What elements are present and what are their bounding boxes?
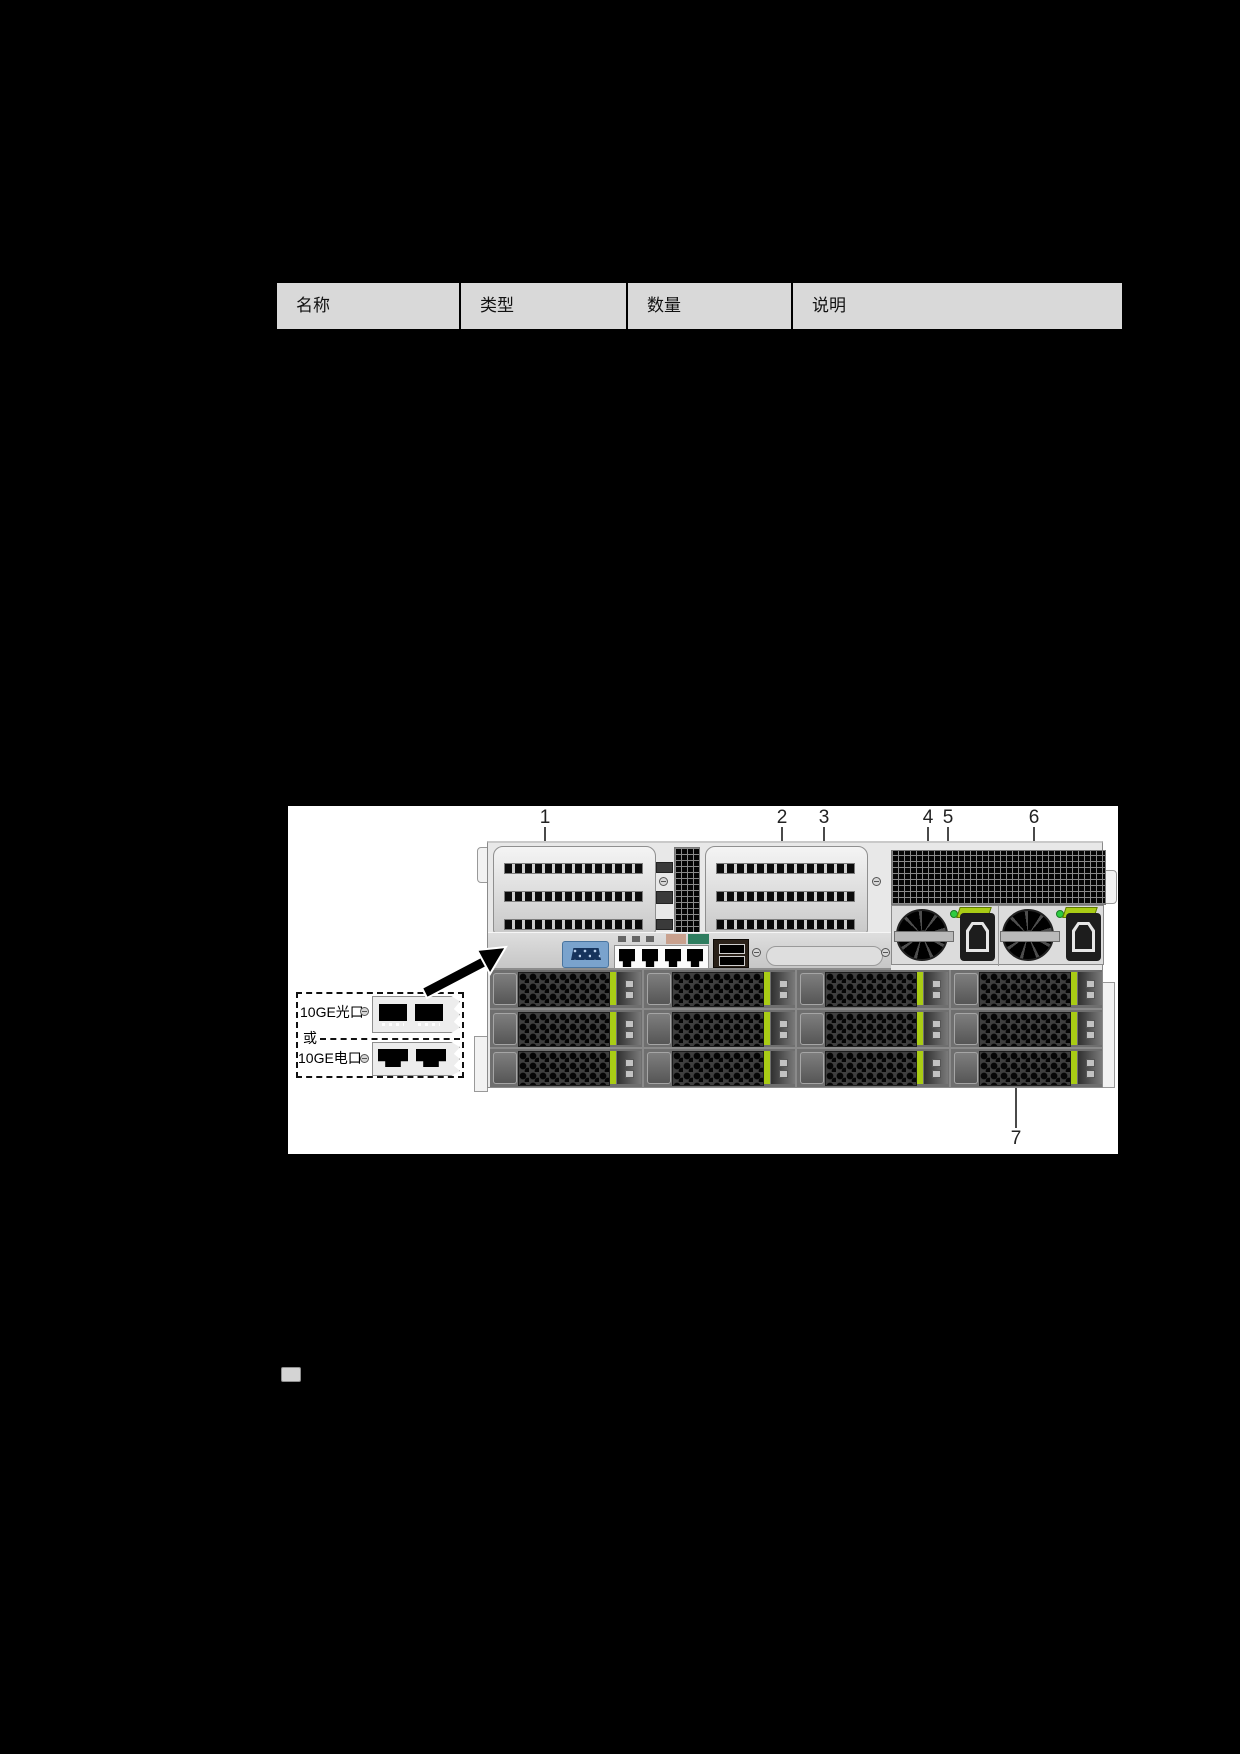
sfp-pins xyxy=(418,1023,440,1026)
small-placeholder-icon xyxy=(281,1367,301,1382)
vent-slot-icon xyxy=(504,891,643,902)
callout-2: 2 xyxy=(776,807,788,828)
power-inlet-outline xyxy=(1072,922,1095,952)
port-label xyxy=(618,936,626,942)
port-label xyxy=(646,936,654,942)
drive-tray xyxy=(490,1049,642,1087)
optical-port-label: 10GE光口 xyxy=(300,1004,364,1020)
rj45-port-icon xyxy=(378,1049,408,1067)
vga-port-icon xyxy=(562,941,609,968)
slot-label xyxy=(656,862,673,873)
10ge-electrical-module xyxy=(372,1042,460,1076)
screw-icon xyxy=(659,877,668,886)
callout-1: 1 xyxy=(539,807,551,828)
slot-label xyxy=(656,891,673,904)
10ge-optical-module xyxy=(372,996,460,1033)
ethernet-port-icon xyxy=(665,949,681,967)
port-option-inset: 10GE光口 或 10GE电口 xyxy=(296,992,464,1078)
drive-tray xyxy=(797,970,949,1008)
drive-tray xyxy=(643,1049,795,1087)
pcie-riser-2 xyxy=(705,846,868,934)
usb-port-icon xyxy=(719,956,745,966)
server-chassis xyxy=(487,841,1106,1088)
drive-bay-grid xyxy=(490,970,1102,1087)
ethernet-port-icon xyxy=(687,949,703,967)
ethernet-port-icon xyxy=(642,949,658,967)
screw-icon xyxy=(360,1054,369,1063)
sfp-port-icon xyxy=(379,1004,407,1021)
callout-line-7 xyxy=(1015,1062,1017,1128)
drive-tray xyxy=(490,970,642,1008)
drive-tray xyxy=(950,970,1102,1008)
inset-pointer-arrow xyxy=(420,945,508,1000)
drive-tray xyxy=(797,1049,949,1087)
sfp-pins xyxy=(382,1023,404,1026)
mgmt-port-label xyxy=(666,934,686,944)
table-header-row: 名称 类型 数量 说明 xyxy=(277,283,1122,329)
drive-tray xyxy=(490,1009,642,1048)
callout-7: 7 xyxy=(1010,1128,1022,1149)
drive-tray xyxy=(643,1009,795,1048)
screw-icon xyxy=(360,1007,369,1016)
screw-icon xyxy=(881,948,890,957)
electrical-port-label: 10GE电口 xyxy=(298,1050,362,1066)
screw-icon xyxy=(752,948,761,957)
service-port-label xyxy=(688,934,709,944)
table-header-description: 说明 xyxy=(793,283,1122,329)
server-rear-view-figure: 1 2 3 4 5 6 7 xyxy=(288,806,1118,1154)
psu1-handle xyxy=(894,931,954,942)
drive-tray xyxy=(950,1009,1102,1048)
vent-strip xyxy=(674,847,700,934)
vent-slot-icon xyxy=(504,919,643,930)
psu1-power-inlet-icon xyxy=(960,913,995,961)
psu2-handle xyxy=(1000,931,1060,942)
screw-icon xyxy=(872,877,881,886)
psu-divider xyxy=(998,906,999,966)
callout-3: 3 xyxy=(818,807,830,828)
ethernet-port-group xyxy=(614,945,709,969)
callout-5: 5 xyxy=(942,807,954,828)
vent-slot-icon xyxy=(504,863,643,874)
psu2-power-inlet-icon xyxy=(1066,913,1101,961)
callout-6: 6 xyxy=(1028,807,1040,828)
power-inlet-outline xyxy=(966,922,989,952)
vent-slot-icon xyxy=(716,863,855,874)
pcie-riser-1 xyxy=(493,846,656,934)
drive-tray xyxy=(950,1049,1102,1087)
sfp-port-icon xyxy=(415,1004,443,1021)
callout-4: 4 xyxy=(922,807,934,828)
table-header-type: 类型 xyxy=(461,283,626,329)
inset-divider xyxy=(320,1038,460,1040)
rj45-port-icon xyxy=(416,1049,446,1067)
psu-bay xyxy=(891,905,1104,966)
vent-slot-icon xyxy=(716,891,855,902)
slot-label xyxy=(656,919,673,930)
drive-tray xyxy=(797,1009,949,1048)
table-header-name: 名称 xyxy=(277,283,459,329)
drive-tray xyxy=(643,970,795,1008)
io-panel xyxy=(488,932,891,970)
or-label: 或 xyxy=(303,1030,317,1046)
psu-vent-grille xyxy=(891,850,1106,905)
port-label xyxy=(632,936,640,942)
usb-port-stack xyxy=(713,939,749,968)
ethernet-port-icon xyxy=(619,949,635,967)
usb-port-icon xyxy=(719,944,745,954)
table-header-quantity: 数量 xyxy=(628,283,791,329)
vent-slot-icon xyxy=(716,919,855,930)
